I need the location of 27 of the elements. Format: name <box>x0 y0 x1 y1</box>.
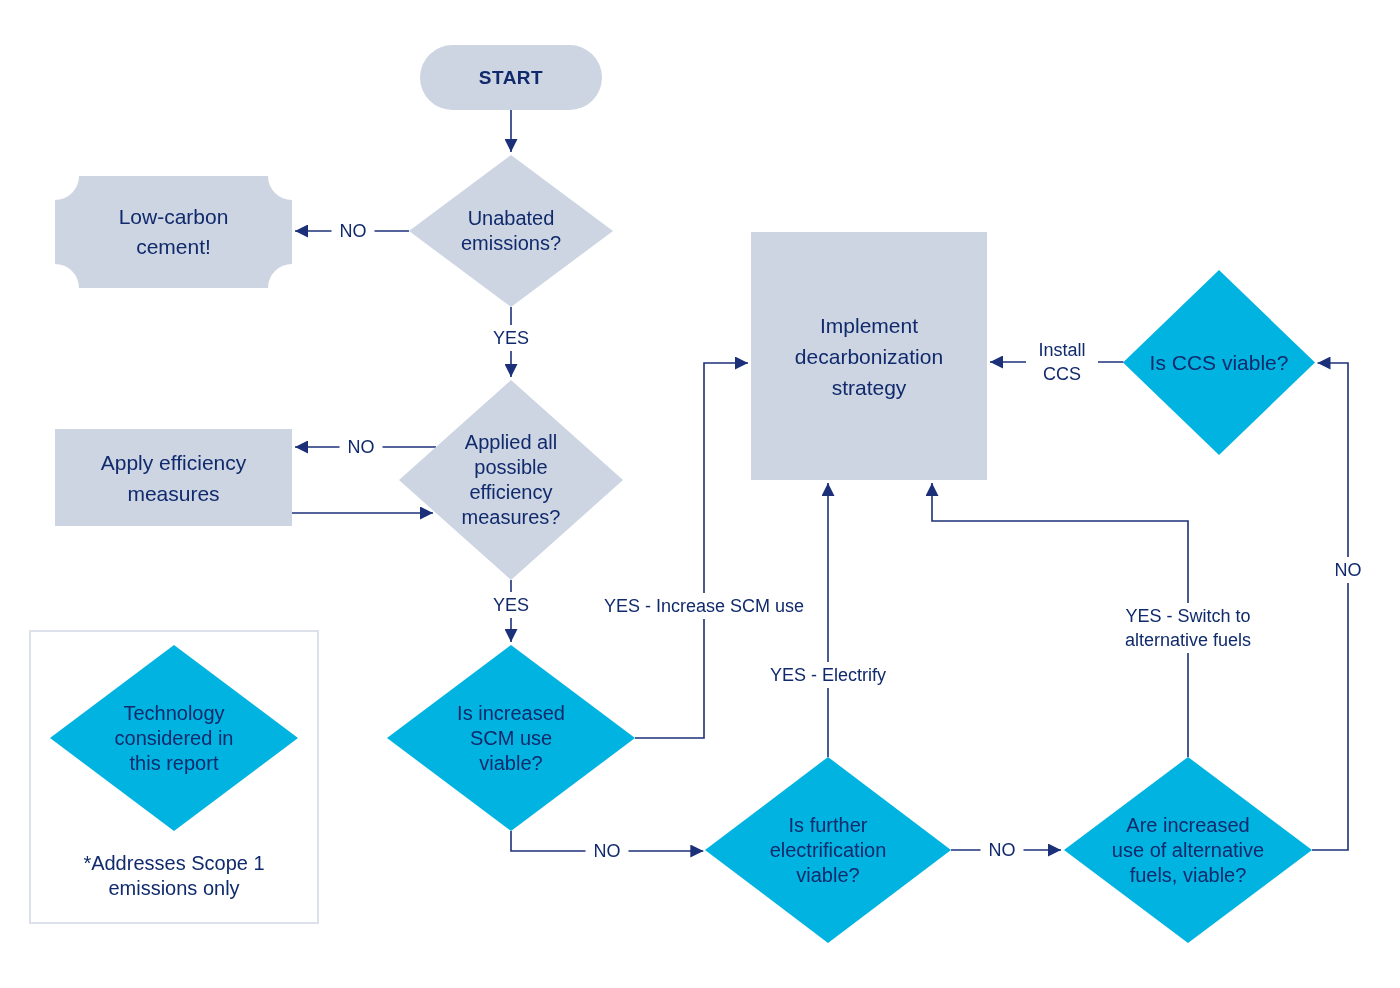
footnote-text: *Addresses Scope 1 emissions only <box>82 851 266 901</box>
terminal-label: START <box>477 65 545 90</box>
process-box <box>751 232 987 480</box>
process-label: Implement decarbonization strategy <box>793 312 945 401</box>
flow-arrow <box>1311 356 1349 851</box>
process-box <box>55 429 292 526</box>
flow-arrow <box>925 482 1189 758</box>
flow-arrow <box>634 356 749 739</box>
flow-arrow <box>504 109 518 153</box>
decision-diamond <box>1064 757 1312 943</box>
flow-arrow <box>821 482 835 758</box>
decision-question: Is further electrification viable? <box>768 812 888 888</box>
decision-question: Are increased use of alternative fuels, viable? <box>1110 812 1266 888</box>
decision-question: Is CCS viable? <box>1148 349 1290 376</box>
decision-diamond <box>399 380 623 580</box>
result-label: Low-carbon cement! <box>117 204 230 260</box>
decision-question: Unabated emissions? <box>459 206 562 256</box>
result-box <box>55 176 292 288</box>
flow-arrow <box>291 506 434 520</box>
process-label: Apply efficiency measures <box>99 449 248 507</box>
decision-diamond <box>705 757 951 943</box>
decision-question: Is increased SCM use viable? <box>456 700 566 776</box>
decision-question: Applied all possible efficiency measures? <box>460 430 562 530</box>
decision-diamond <box>409 155 613 307</box>
decision-diamond <box>387 645 635 831</box>
legend-text: Technology considered in this report <box>113 700 235 776</box>
decision-diamond <box>1123 270 1315 455</box>
